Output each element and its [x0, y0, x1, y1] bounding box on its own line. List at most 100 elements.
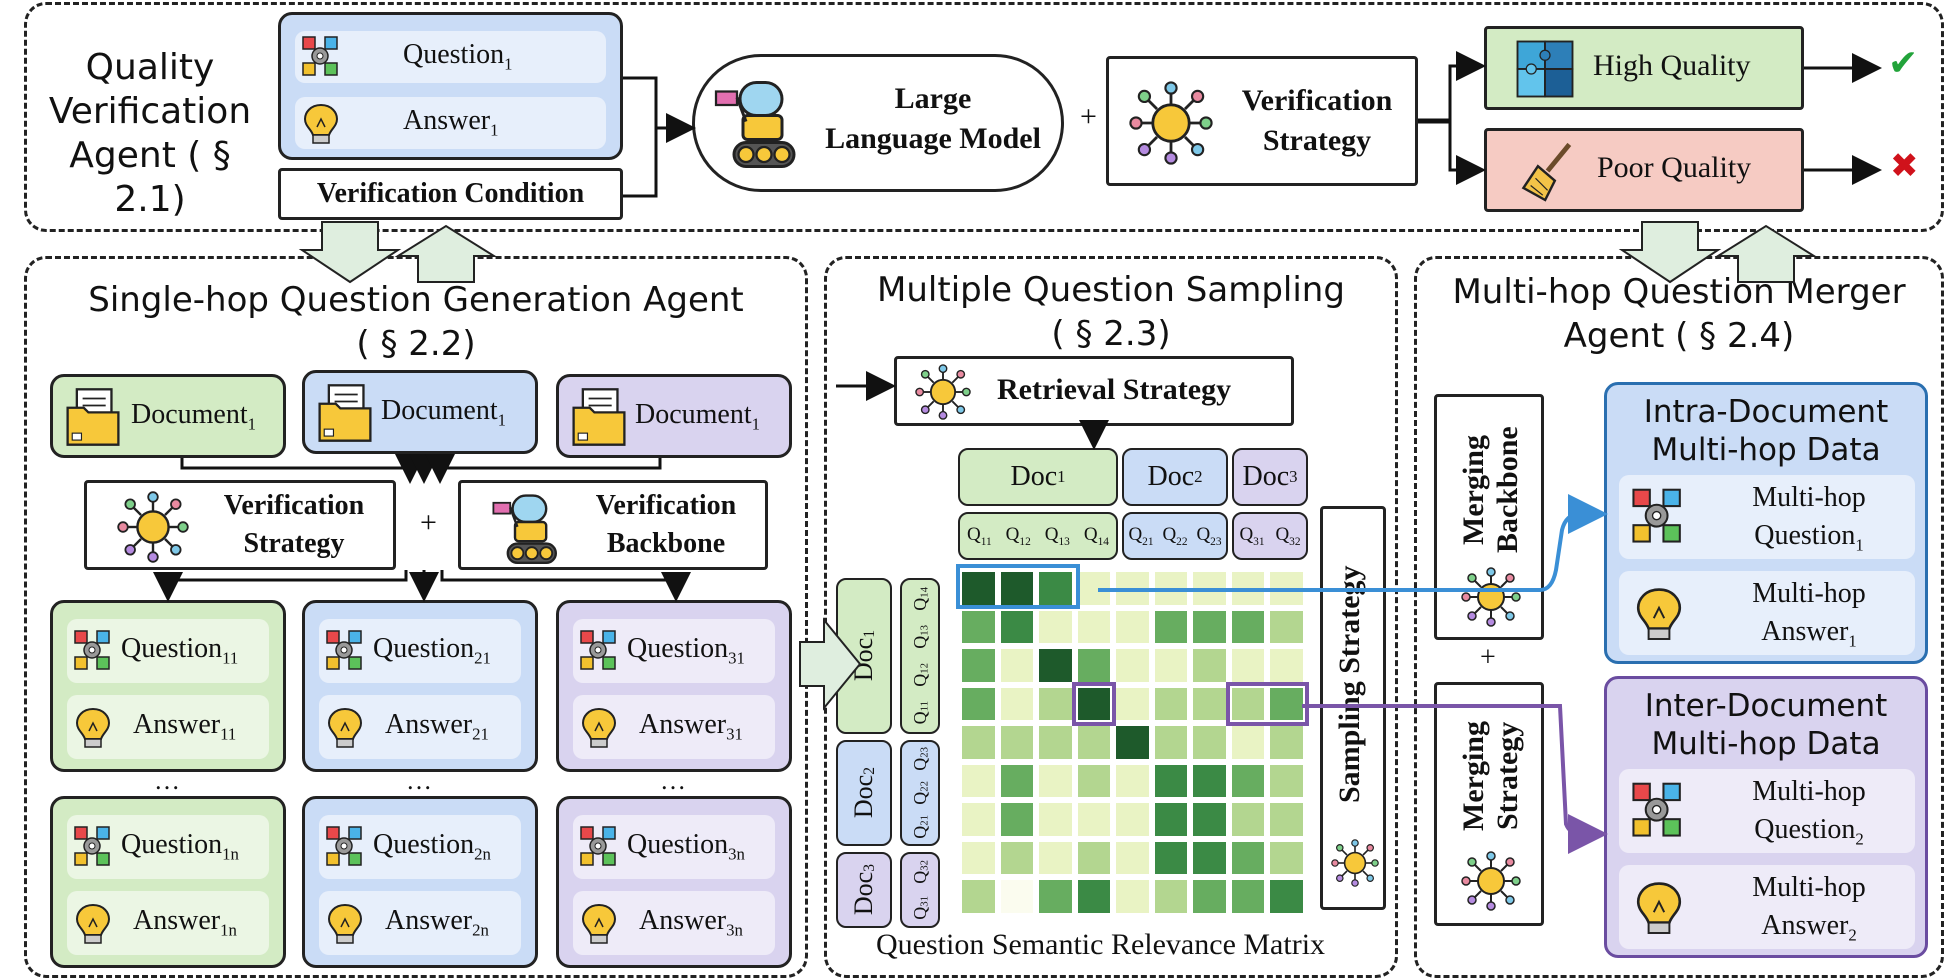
- single-hop-section: ( § 2.2): [356, 324, 476, 364]
- matrix-cell: [1077, 572, 1110, 605]
- sampling-panel: [824, 256, 1398, 978]
- mb-line-2: Backbone: [1491, 426, 1524, 554]
- ellipsis: …: [660, 766, 686, 795]
- inter-line-1: Inter-Document: [1644, 688, 1888, 724]
- question-item: Question11: [67, 619, 269, 683]
- q-label: Q12: [1005, 524, 1031, 548]
- puzzle-gear-icon: [74, 826, 110, 866]
- matrix-cell: [1231, 649, 1264, 682]
- strategy-hub-icon: [915, 364, 971, 420]
- intra-a-line-2: Answer1: [1761, 616, 1857, 651]
- ms-line-2: Strategy: [1491, 721, 1524, 831]
- bulb-icon: [304, 104, 338, 144]
- matrix-cell: [1000, 764, 1033, 797]
- document-2-box: Document1: [302, 370, 538, 454]
- answer-label: Answer21: [385, 709, 489, 744]
- cross-icon: ✖: [1890, 148, 1919, 185]
- broom-icon: [1521, 139, 1579, 203]
- merger-title: Multi-hop Question Merger Agent ( § 2.4): [1416, 270, 1942, 358]
- doc-row-2: Doc2: [836, 740, 892, 846]
- qa-card-1-first: Question11 Answer11: [50, 600, 286, 772]
- matrix-cell: [1039, 803, 1072, 836]
- q-label: Q31: [909, 896, 931, 920]
- matrix-cell: [1154, 610, 1187, 643]
- high-quality-box: High Quality: [1484, 26, 1804, 110]
- matrix-cell: [962, 726, 995, 759]
- intra-question-item: Multi-hop Question1: [1619, 475, 1915, 559]
- answer-label: Answer2n: [385, 905, 489, 940]
- qv-title-line-1: Quality: [85, 47, 215, 88]
- puzzle-gear-icon: [580, 826, 616, 866]
- matrix-cell: [1270, 687, 1303, 720]
- matrix-cell: [962, 764, 995, 797]
- ellipsis: …: [154, 766, 180, 795]
- llm-line-2: Language Model: [825, 122, 1041, 155]
- matrix-cell: [1039, 649, 1072, 682]
- matrix-cell: [1154, 764, 1187, 797]
- strategy-hub-icon: [1129, 81, 1213, 165]
- question-label: Question11: [121, 633, 239, 668]
- matrix-cell: [1231, 803, 1264, 836]
- strategy-hub-icon: [1461, 567, 1521, 627]
- q-label: Q11: [909, 701, 931, 725]
- matrix-cell: [1270, 880, 1303, 913]
- q-label: Q22: [1162, 524, 1188, 548]
- answer-1-label: Answer1: [403, 105, 499, 140]
- matrix-cell: [1193, 841, 1226, 874]
- question-item: Question3n: [573, 815, 775, 879]
- plus-sign: +: [1480, 642, 1496, 673]
- intra-q-line-1: Multi-hop: [1752, 482, 1866, 513]
- matrix-cell: [1193, 687, 1226, 720]
- answer-item: Answer1n: [67, 891, 269, 955]
- matrix-cell: [1077, 764, 1110, 797]
- question-item: Question1n: [67, 815, 269, 879]
- answer-label: Answer31: [639, 709, 743, 744]
- inter-question-item: Multi-hop Question2: [1619, 769, 1915, 853]
- matrix-cell: [1116, 687, 1149, 720]
- matrix-cell: [1231, 764, 1264, 797]
- matrix-cell: [1116, 572, 1149, 605]
- strategy-line-2: Strategy: [1262, 124, 1372, 157]
- matrix-cell: [1193, 649, 1226, 682]
- matrix-cell: [1154, 880, 1187, 913]
- q-label: Q11: [966, 524, 992, 548]
- vs-line-2: Strategy: [243, 528, 345, 559]
- inter-line-2: Multi-hop Data: [1651, 726, 1881, 762]
- matrix-cell: [1193, 610, 1226, 643]
- puzzle-gear-icon: [326, 630, 362, 670]
- ellipsis: …: [406, 766, 432, 795]
- bulb-icon: [328, 904, 362, 944]
- q-label: Q14: [909, 587, 931, 611]
- merger-title-line-1: Multi-hop Question Merger: [1452, 272, 1906, 312]
- q-label: Q32: [909, 860, 931, 884]
- matrix-cell: [1000, 649, 1033, 682]
- qa-card-1-last: Question1n Answer1n: [50, 796, 286, 968]
- matrix-cell: [1270, 726, 1303, 759]
- jigsaw-icon: [1516, 40, 1574, 98]
- document-1-label: Document1: [131, 399, 257, 434]
- quality-verification-panel: [24, 2, 1944, 232]
- qv-title-line-3: Agent ( § 2.1): [69, 135, 231, 220]
- matrix-cell: [1193, 803, 1226, 836]
- matrix-cell: [1116, 610, 1149, 643]
- strategy-line-1: Verification: [1241, 84, 1393, 117]
- qa-input-box: Question1 Answer1: [278, 12, 623, 160]
- robot-icon: [492, 494, 557, 564]
- check-icon: ✔: [1888, 43, 1919, 83]
- document-1-box: Document1: [50, 374, 286, 458]
- matrix-cell: [1077, 841, 1110, 874]
- matrix-cell: [1270, 841, 1303, 874]
- merging-backbone-box: Merging Backbone: [1434, 394, 1544, 640]
- answer-1-item: Answer1: [295, 97, 606, 149]
- puzzle-gear-icon: [74, 630, 110, 670]
- question-1-item: Question1: [295, 31, 606, 83]
- verification-condition-box: Verification Condition: [278, 168, 623, 220]
- answer-label: Answer11: [133, 709, 237, 744]
- matrix-cell: [1000, 880, 1033, 913]
- q-label: Q21: [1128, 524, 1154, 548]
- matrix-cell: [1000, 726, 1033, 759]
- question-1-label: Question1: [403, 39, 513, 74]
- matrix-cell: [1000, 841, 1033, 874]
- folder-icon: [318, 384, 372, 442]
